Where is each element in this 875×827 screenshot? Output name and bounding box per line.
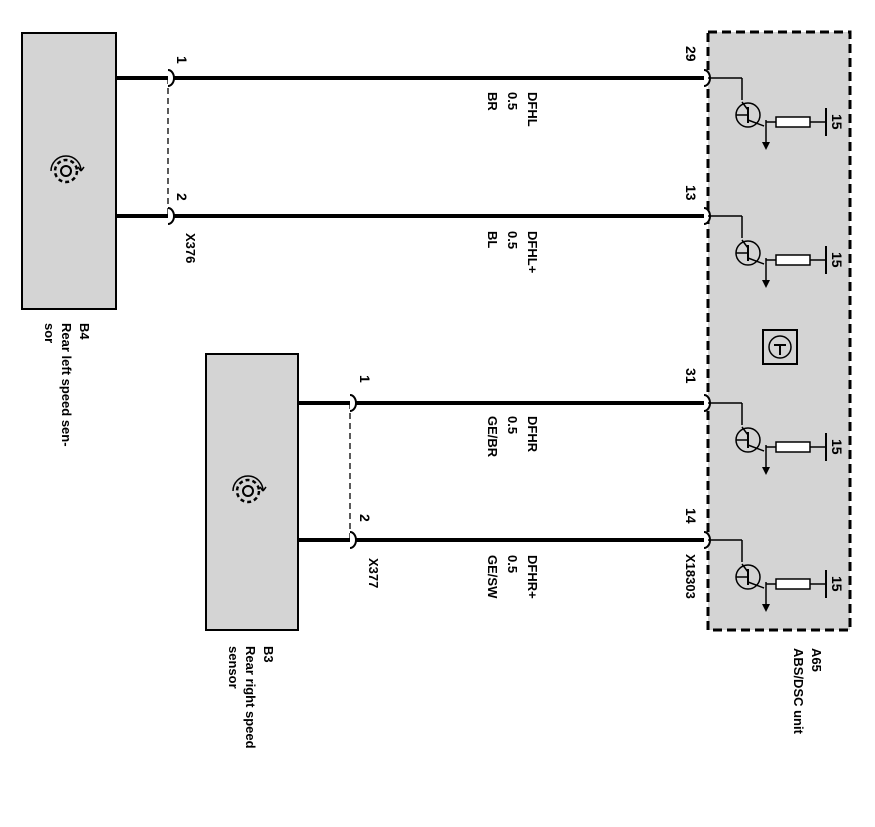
signal-name: DFHL — [525, 92, 540, 127]
connector-label-x18303: X18303 — [683, 554, 698, 599]
signal-name: DFHR+ — [525, 555, 540, 599]
pin-label: 13 — [683, 185, 699, 201]
component-id-a65: A65 — [809, 648, 824, 672]
pin-label: 1 — [174, 56, 190, 64]
signal-name: DFHL+ — [525, 231, 540, 274]
wire-info-dfhl-plus: DFHL+ 0.5 BL — [485, 231, 540, 274]
component-name-a65: ABS/DSC unit — [791, 648, 806, 735]
transistor-circuit: 15 — [708, 539, 845, 612]
resistor-label: 15 — [829, 439, 845, 455]
component-name-b4-cont: sor — [42, 323, 57, 343]
wire-info-dfhr-plus: DFHR+ 0.5 GE/SW — [485, 555, 540, 599]
transistor-circuit: 15 — [708, 77, 845, 150]
transistor-circuit: 15 — [708, 402, 845, 475]
pin-label: 29 — [683, 46, 699, 62]
pin-label: 2 — [357, 514, 373, 522]
ground-symbol-icon — [762, 329, 798, 365]
pin-label: 2 — [174, 193, 190, 201]
wire-gauge: 0.5 — [505, 92, 520, 110]
connector-label-x377: X377 — [366, 558, 381, 588]
resistor-label: 15 — [829, 114, 845, 130]
wire-info-dfhl: DFHL 0.5 BR — [485, 92, 540, 127]
connector-x377 — [349, 394, 357, 549]
component-id-b3: B3 — [261, 646, 276, 663]
resistor-label: 15 — [829, 252, 845, 268]
component-name-b3-cont: sensor — [226, 646, 241, 689]
pin-label: 14 — [683, 508, 699, 524]
wire-color: GE/SW — [485, 555, 500, 599]
component-id-b4: B4 — [77, 323, 92, 340]
wire-color: BR — [485, 92, 500, 111]
wire-color: GE/BR — [485, 416, 500, 458]
speed-sensor-icon — [232, 475, 267, 504]
pin-label: 1 — [357, 375, 373, 383]
wire-color: BL — [485, 231, 500, 248]
wire-info-dfhr: DFHR 0.5 GE/BR — [485, 416, 540, 458]
transistor-circuit: 15 — [708, 215, 845, 288]
pin-label: 31 — [683, 368, 699, 384]
resistor-label: 15 — [829, 576, 845, 592]
wire-gauge: 0.5 — [505, 416, 520, 434]
connector-label-x376: X376 — [183, 233, 198, 263]
connector-x376 — [167, 69, 175, 225]
connector-x18303 — [703, 69, 711, 549]
signal-name: DFHR — [525, 416, 540, 453]
wire-gauge: 0.5 — [505, 231, 520, 249]
component-name-b4: Rear left speed sen- — [59, 323, 74, 447]
rear-left-speed-sensor-box — [21, 32, 117, 310]
wire-gauge: 0.5 — [505, 555, 520, 573]
speed-sensor-icon — [50, 155, 85, 184]
component-name-b3: Rear right speed — [243, 646, 258, 749]
